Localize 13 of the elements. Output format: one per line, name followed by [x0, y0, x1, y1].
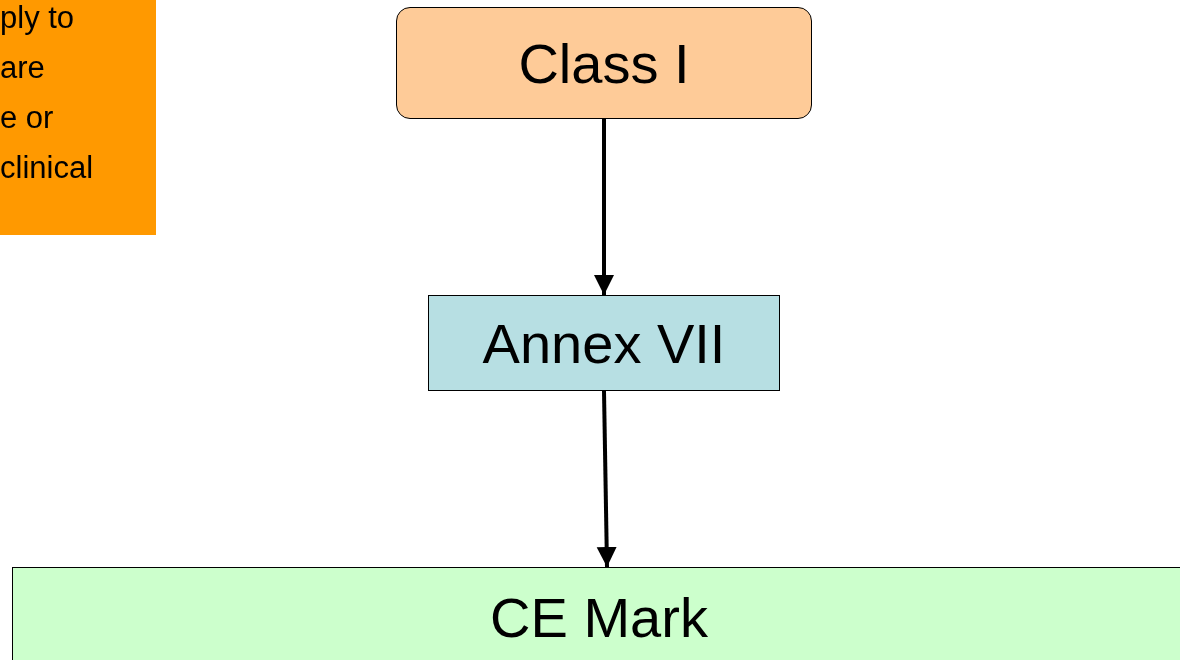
process-box	[396, 7, 812, 119]
note-text: ply to	[0, 0, 75, 36]
note-text: are	[0, 50, 45, 86]
note-box	[0, 0, 156, 235]
arrow	[596, 390, 617, 568]
note-text: e or	[0, 100, 54, 136]
process-box	[12, 567, 1180, 660]
box-label: Annex VII	[482, 310, 726, 376]
process-box	[428, 295, 780, 391]
arrow	[594, 119, 614, 295]
box-label: CE Mark	[490, 584, 708, 650]
note-text: clinical	[0, 150, 94, 186]
box-label: Class I	[518, 30, 690, 96]
